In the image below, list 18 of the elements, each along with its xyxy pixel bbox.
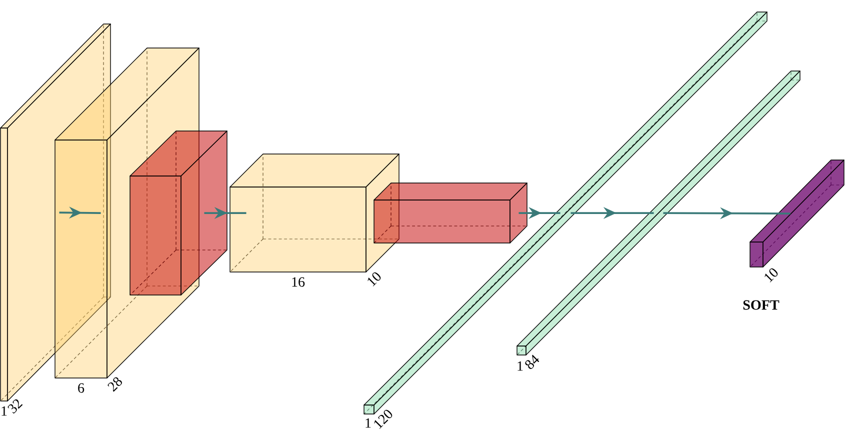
dimension-label: 28 xyxy=(108,377,122,392)
layer-block xyxy=(516,70,800,356)
layer-block xyxy=(130,130,228,296)
dimension-label: 1 xyxy=(518,361,523,371)
dimension-label: 32 xyxy=(8,399,23,414)
dimension-label: 1 xyxy=(366,418,371,428)
layer-block xyxy=(750,160,844,268)
dimension-label: 120 xyxy=(374,410,392,429)
layer-caption: SOFT xyxy=(743,300,780,310)
dimension-label: 10 xyxy=(764,268,778,282)
dimension-label: 16 xyxy=(292,277,305,287)
dimension-label: 1 xyxy=(2,406,7,416)
dimension-label: 6 xyxy=(78,383,84,393)
layer-block xyxy=(374,182,528,244)
dimension-label: 84 xyxy=(525,354,540,369)
dimension-label: 10 xyxy=(368,272,381,286)
layer-block xyxy=(54,48,200,378)
layer-block xyxy=(230,154,400,272)
